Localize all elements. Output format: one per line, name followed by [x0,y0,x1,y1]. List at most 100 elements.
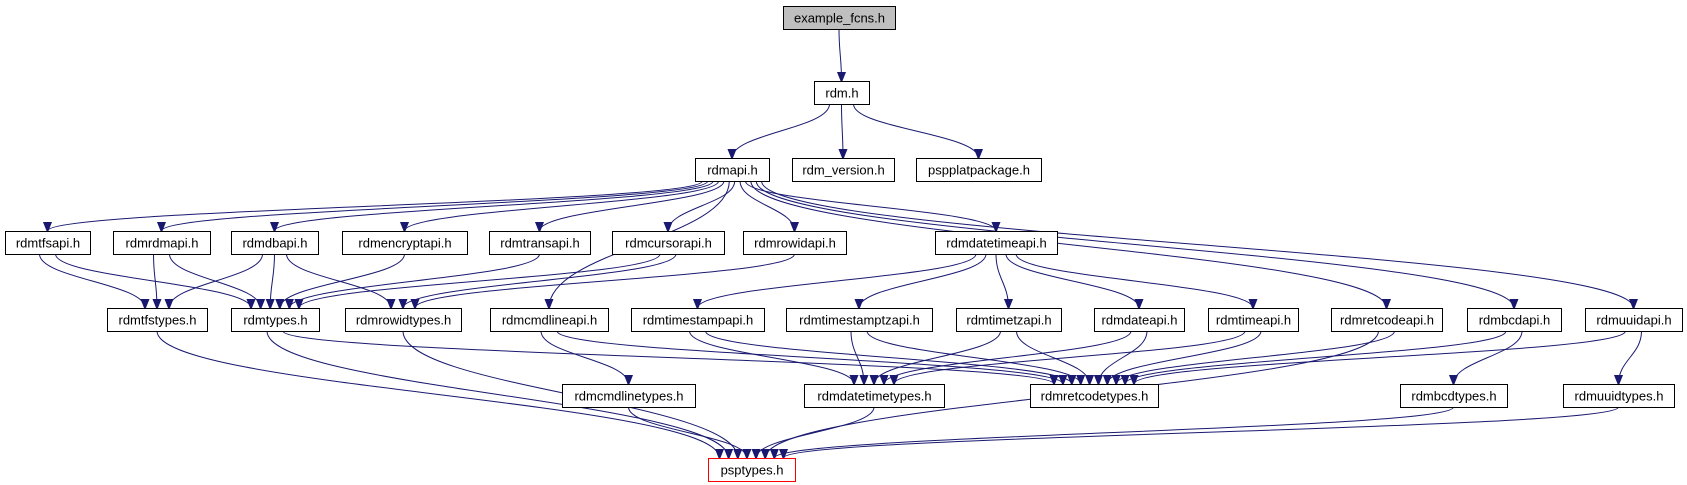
edge-rdmcursorapi-to-rdmtypes [299,253,661,308]
node-label-rdmuuidapi: rdmuuidapi.h [1596,313,1671,328]
node-rdmrowidapi[interactable]: rdmrowidapi.h [743,231,847,255]
nodes-layer: example_fcns.h rdm.h rdmapi.h rdm_version.h… [5,6,1683,482]
edge-rdmbcdapi-to-rdmretcodetypes [1125,330,1507,384]
node-box-rdmcursorapi [612,231,725,255]
edge-rdmcmdlineapi-to-rdmretcodetypes [556,330,1063,384]
node-label-pspplatpackage: pspplatpackage.h [928,163,1030,178]
node-rdmdbapi[interactable]: rdmdbapi.h [231,231,319,255]
node-label-psptypes: psptypes.h [721,463,784,478]
node-rdmtfsapi[interactable]: rdmtfsapi.h [5,231,91,255]
node-box-rdmtimeapi [1208,308,1299,332]
edge-rdmdatetimetypes-to-psptypes [756,406,875,458]
node-label-rdmcmdlineapi: rdmcmdlineapi.h [502,313,597,328]
node-box-rdmrdmapi [113,231,211,255]
node-rdmapi[interactable]: rdmapi.h [695,158,770,182]
edge-rdmuuidapi-to-rdmuuidtypes [1619,330,1642,384]
edge-rdmtfsapi-to-rdmtfstypes [39,253,146,308]
node-rdmtransapi[interactable]: rdmtransapi.h [489,231,591,255]
node-label-rdm-version: rdm_version.h [802,163,884,178]
edge-rdm-to-rdm-version [842,103,844,158]
edge-rdmdatetimeapi-to-rdmtimestampapi [698,253,977,308]
edge-rdmtimestamptzapi-to-rdmretcodetypes [866,330,1081,384]
node-pspplatpackage[interactable]: pspplatpackage.h [916,158,1042,182]
edge-rdmtimetzapi-to-rdmretcodetypes [1016,330,1090,384]
node-box-psptypes [708,458,796,482]
node-label-rdmrowidtypes: rdmrowidtypes.h [356,313,451,328]
node-rdmrowidtypes[interactable]: rdmrowidtypes.h [345,308,462,332]
node-box-rdmencryptapi [342,231,468,255]
node-rdmuuidapi[interactable]: rdmuuidapi.h [1585,308,1683,332]
edge-rdmbcdapi-to-rdmbcdtypes [1454,330,1523,384]
node-label-rdmtimetzapi: rdmtimetzapi.h [966,313,1051,328]
node-rdmtypes[interactable]: rdmtypes.h [231,308,320,332]
node-label-rdmretcodeapi: rdmretcodeapi.h [1340,313,1434,328]
edge-rdmtfsapi-to-rdmtypes [55,253,252,308]
node-box-rdmcmdlineapi [490,308,609,332]
node-box-rdm-version [792,158,895,182]
node-psptypes[interactable]: psptypes.h [708,458,796,482]
node-label-rdmdateapi: rdmdateapi.h [1102,313,1178,328]
edge-rdmapi-to-rdmrdmapi [162,180,709,231]
node-label-rdmuuidtypes: rdmuuidtypes.h [1575,389,1664,404]
node-box-rdmbcdtypes [1400,384,1508,408]
node-rdmretcodeapi[interactable]: rdmretcodeapi.h [1331,308,1443,332]
node-rdmtimeapi[interactable]: rdmtimeapi.h [1208,308,1299,332]
edge-rdmtimeapi-to-rdmdatetimetypes [894,330,1246,384]
node-label-rdmtfstypes: rdmtfstypes.h [118,313,196,328]
edge-rdmdatetimeapi-to-rdmtimestamptzapi [859,253,987,308]
node-rdmcmdlinetypes[interactable]: rdmcmdlinetypes.h [562,384,696,408]
edge-rdmapi-to-rdmuuidapi [761,180,1634,308]
node-rdmdatetimetypes[interactable]: rdmdatetimetypes.h [804,384,945,408]
edge-rdmdatetimeapi-to-rdmtimeapi [1015,253,1253,308]
node-label-example-fcns: example_fcns.h [794,11,885,26]
node-example-fcns[interactable]: example_fcns.h [783,6,896,30]
node-box-rdmtimestamptzapi [786,308,933,332]
node-rdmtimetzapi[interactable]: rdmtimetzapi.h [956,308,1062,332]
node-rdmtfstypes[interactable]: rdmtfstypes.h [107,308,208,332]
node-rdmcursorapi[interactable]: rdmcursorapi.h [612,231,725,255]
node-rdmrdmapi[interactable]: rdmrdmapi.h [113,231,211,255]
node-rdmbcdtypes[interactable]: rdmbcdtypes.h [1400,384,1508,408]
edge-rdmtimeapi-to-rdmretcodetypes [1107,330,1262,384]
edge-rdmdbapi-to-rdmrowidtypes [286,253,392,308]
node-box-rdmretcodeapi [1331,308,1443,332]
node-box-rdmdateapi [1094,308,1185,332]
node-box-rdmuuidtypes [1563,384,1675,408]
edge-rdmbcdtypes-to-psptypes [774,406,1454,458]
node-rdmuuidtypes[interactable]: rdmuuidtypes.h [1563,384,1675,408]
node-box-example-fcns [783,6,896,30]
node-rdmdateapi[interactable]: rdmdateapi.h [1094,308,1185,332]
node-rdmtimestampapi[interactable]: rdmtimestampapi.h [631,308,765,332]
edge-rdmdbapi-to-rdmtfstypes [169,253,263,308]
edge-rdmtypes-to-rdmretcodetypes [282,330,1054,384]
node-rdmdatetimeapi[interactable]: rdmdatetimeapi.h [935,231,1058,255]
edge-rdmdatetimeapi-to-rdmdateapi [1005,253,1139,308]
node-rdmtimestamptzapi[interactable]: rdmtimestamptzapi.h [786,308,933,332]
edge-rdmtfstypes-to-psptypes [156,330,720,458]
edge-rdmrdmapi-to-rdmtfstypes [154,253,158,308]
node-box-rdmcmdlinetypes [562,384,696,408]
node-rdmretcodetypes[interactable]: rdmretcodetypes.h [1030,384,1159,408]
node-rdmcmdlineapi[interactable]: rdmcmdlineapi.h [490,308,609,332]
node-label-rdmtimestampapi: rdmtimestampapi.h [643,313,754,328]
node-box-rdmdatetimetypes [804,384,945,408]
node-box-rdmrowidtypes [345,308,462,332]
node-box-rdmtimestampapi [631,308,765,332]
node-rdmbcdapi[interactable]: rdmbcdapi.h [1467,308,1562,332]
node-box-rdmtfsapi [5,231,91,255]
edge-example-fcns-to-rdm [839,28,842,81]
node-box-rdmapi [695,158,770,182]
node-label-rdmtfsapi: rdmtfsapi.h [16,236,80,251]
edge-rdmuuidapi-to-rdmretcodetypes [1134,330,1626,384]
edge-rdmapi-to-rdmbcdapi [755,180,1514,308]
edge-rdmapi-to-rdmcursorapi [668,180,736,231]
edge-rdm-to-pspplatpackage [853,103,979,158]
node-rdm-version[interactable]: rdm_version.h [792,158,895,182]
node-label-rdmtimeapi: rdmtimeapi.h [1216,313,1291,328]
edge-rdmapi-to-rdmtransapi [540,180,725,231]
node-rdm[interactable]: rdm.h [814,81,870,105]
edge-rdmtimestamptzapi-to-rdmdatetimetypes [850,330,864,384]
node-rdmencryptapi[interactable]: rdmencryptapi.h [342,231,468,255]
node-box-rdmtfstypes [107,308,208,332]
